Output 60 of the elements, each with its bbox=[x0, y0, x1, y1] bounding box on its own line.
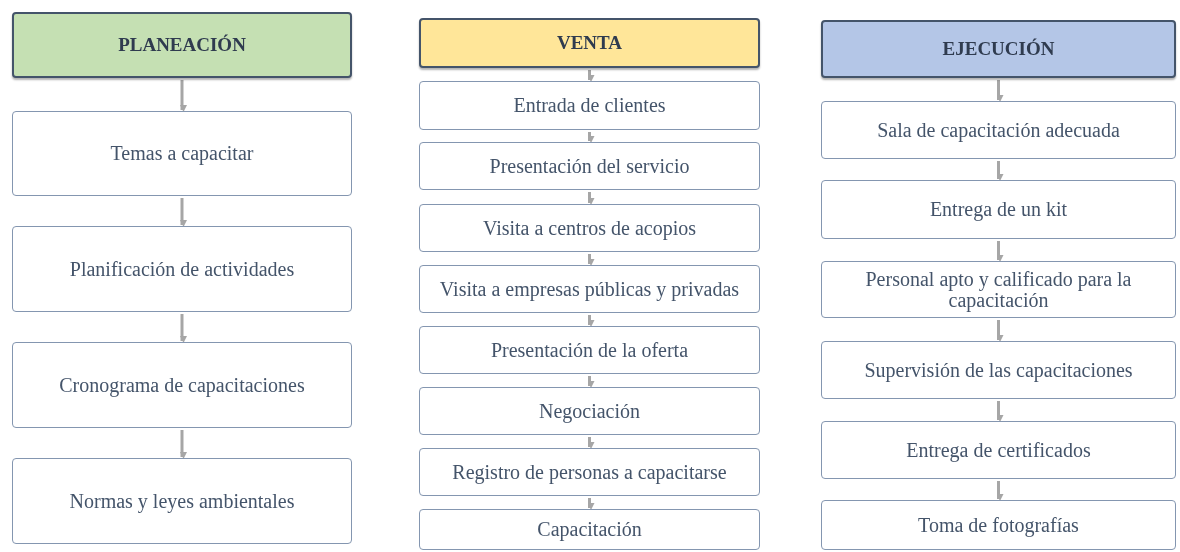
step-box bbox=[821, 101, 1176, 159]
step-box bbox=[12, 226, 352, 312]
step-box bbox=[419, 509, 760, 550]
arrow bbox=[587, 70, 595, 82]
step-box bbox=[12, 111, 352, 196]
step-box bbox=[419, 142, 760, 190]
column-heading: VENTA bbox=[556, 33, 623, 53]
arrow bbox=[587, 376, 595, 388]
step-box bbox=[821, 261, 1176, 318]
step-label: Negociación bbox=[538, 400, 641, 422]
arrow bbox=[587, 437, 595, 449]
arrow bbox=[996, 320, 1004, 342]
step-label: Visita a centros de acopios bbox=[482, 217, 697, 239]
step-box bbox=[821, 421, 1176, 479]
arrow bbox=[180, 80, 187, 112]
step-label: Entrega de un kit bbox=[929, 199, 1068, 220]
step-label: Normas y leyes ambientales bbox=[69, 490, 295, 512]
arrow bbox=[996, 161, 1004, 181]
step-label: Entrega de certificados bbox=[906, 439, 1091, 461]
step-box bbox=[419, 448, 760, 496]
step-box bbox=[821, 500, 1176, 550]
step-box bbox=[419, 326, 760, 374]
step-box bbox=[12, 458, 352, 544]
step-label: Sala de capacitación adecuada bbox=[877, 119, 1120, 141]
column-heading: EJECUCIÓN bbox=[942, 39, 1055, 59]
step-label: Registro de personas a capacitarse bbox=[452, 461, 727, 483]
step-label: Entrada de clientes bbox=[513, 95, 666, 116]
step-label: Cronograma de capacitaciones bbox=[59, 374, 305, 396]
step-label: Personal apto y calificado para la capacitación bbox=[864, 268, 1133, 311]
arrow bbox=[180, 198, 187, 227]
arrow bbox=[587, 498, 595, 510]
arrow bbox=[587, 315, 595, 327]
arrow bbox=[180, 430, 187, 459]
arrow bbox=[996, 80, 1004, 102]
arrow bbox=[996, 481, 1004, 501]
step-box bbox=[419, 265, 760, 313]
arrow bbox=[587, 132, 595, 143]
step-label: Capacitación bbox=[537, 519, 642, 540]
step-label: Visita a empresas públicas y privadas bbox=[439, 278, 740, 300]
step-label: Planificación de actividades bbox=[69, 258, 295, 280]
step-box bbox=[419, 204, 760, 252]
arrow bbox=[587, 254, 595, 266]
step-box bbox=[821, 341, 1176, 399]
column-heading: PLANEACIÓN bbox=[118, 35, 246, 55]
step-label: Temas a capacitar bbox=[110, 143, 254, 164]
step-box bbox=[419, 387, 760, 435]
arrow bbox=[996, 241, 1004, 262]
step-label: Presentación del servicio bbox=[489, 155, 690, 177]
arrow bbox=[587, 192, 595, 205]
step-label: Supervisión de las capacitaciones bbox=[864, 359, 1133, 381]
step-box bbox=[12, 342, 352, 428]
step-label: Presentación de la oferta bbox=[490, 339, 689, 361]
step-box bbox=[419, 81, 760, 130]
arrow bbox=[180, 314, 187, 343]
header-box bbox=[821, 20, 1176, 78]
arrow bbox=[996, 401, 1004, 422]
step-box bbox=[821, 180, 1176, 239]
step-label: Toma de fotografías bbox=[918, 514, 1079, 536]
header-box bbox=[419, 18, 760, 68]
header-box bbox=[12, 12, 352, 78]
